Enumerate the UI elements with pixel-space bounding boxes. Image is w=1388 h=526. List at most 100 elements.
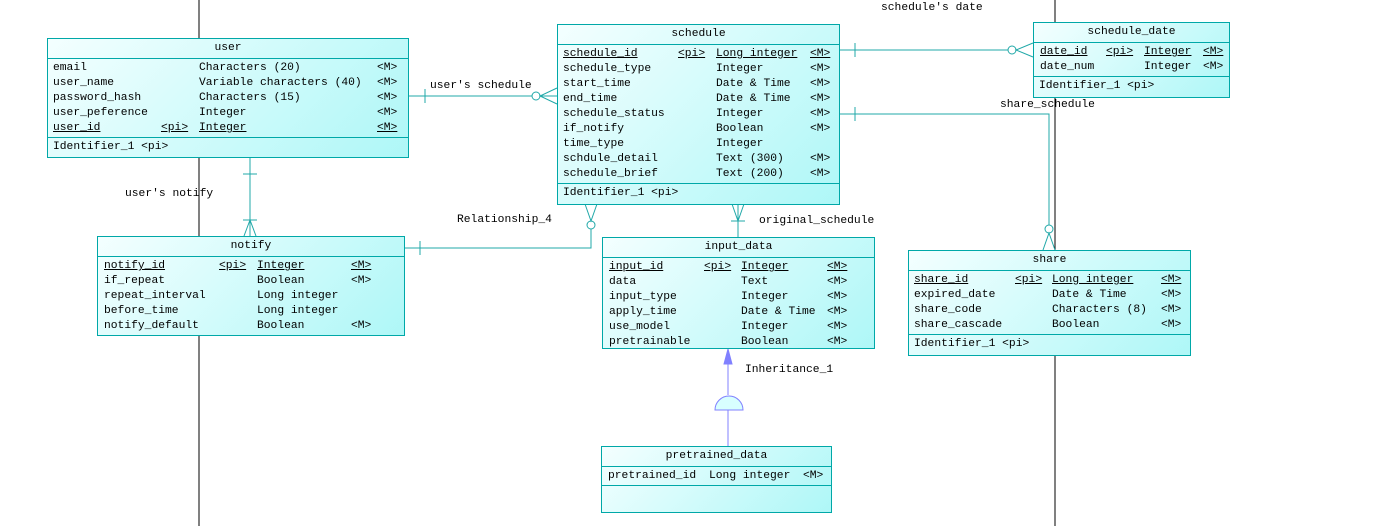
inheritance-arrow-icon xyxy=(723,347,733,365)
attribute-row[interactable]: share_code Characters (8) <M> xyxy=(909,303,1190,318)
attribute-type: Characters (15) xyxy=(199,92,301,104)
attribute-type: Variable characters (40) xyxy=(199,77,362,89)
attribute-name: start_time xyxy=(563,78,631,90)
crows-foot-icon xyxy=(538,87,558,105)
attribute-row[interactable]: schedule_type Integer <M> xyxy=(558,62,839,77)
attribute-name: time_type xyxy=(563,138,625,150)
mandatory-flag: <M> xyxy=(810,78,831,90)
primary-identifier-flag: <pi> xyxy=(1106,46,1134,58)
attribute-row[interactable]: repeat_interval Long integer xyxy=(98,289,404,304)
attribute-name: if_notify xyxy=(563,123,625,135)
attribute-row[interactable]: input_type Integer <M> xyxy=(603,290,874,305)
primary-identifier-flag: <pi> xyxy=(1015,274,1043,286)
entity-schedule_date[interactable]: schedule_date date_id <pi> Integer <M> d… xyxy=(1033,22,1230,98)
attribute-type: Date & Time xyxy=(741,306,816,318)
entity-title: user xyxy=(48,39,408,59)
attribute-type: Boolean xyxy=(257,320,305,332)
primary-identifier-flag: <pi> xyxy=(678,48,706,60)
entity-title: pretrained_data xyxy=(602,447,831,467)
attribute-row[interactable]: email Characters (20) <M> xyxy=(48,61,408,76)
attribute-type: Text (200) xyxy=(716,168,784,180)
relationship-label-user-schedule[interactable]: user's schedule xyxy=(430,80,532,92)
attribute-row[interactable]: user_peference Integer <M> xyxy=(48,106,408,121)
attribute-row[interactable]: apply_time Date & Time <M> xyxy=(603,305,874,320)
attribute-row[interactable]: schedule_brief Text (200) <M> xyxy=(558,167,839,182)
attribute-name: data xyxy=(609,276,637,288)
mandatory-flag: <M> xyxy=(377,77,398,89)
attribute-list: input_id <pi> Integer <M> data Text <M> … xyxy=(603,258,874,348)
attribute-row[interactable]: if_notify Boolean <M> xyxy=(558,122,839,137)
attribute-row[interactable]: pretrained_id Long integer <M> xyxy=(602,469,831,484)
attribute-name: before_time xyxy=(104,305,179,317)
crows-foot-icon xyxy=(584,203,598,223)
attribute-row[interactable]: if_repeat Boolean <M> xyxy=(98,274,404,289)
attribute-row[interactable]: start_time Date & Time <M> xyxy=(558,77,839,92)
attribute-row[interactable]: password_hash Characters (15) <M> xyxy=(48,91,408,106)
attribute-type: Characters (8) xyxy=(1052,304,1147,316)
attribute-row[interactable]: before_time Long integer xyxy=(98,304,404,319)
attribute-name: if_repeat xyxy=(104,275,166,287)
entity-share[interactable]: share share_id <pi> Long integer <M> exp… xyxy=(908,250,1191,356)
attribute-row[interactable]: input_id <pi> Integer <M> xyxy=(603,260,874,275)
attribute-name: date_id xyxy=(1040,46,1088,58)
entity-pretrained_data[interactable]: pretrained_data pretrained_id Long integ… xyxy=(601,446,832,513)
attribute-row[interactable]: data Text <M> xyxy=(603,275,874,290)
attribute-row[interactable]: user_name Variable characters (40) <M> xyxy=(48,76,408,91)
mandatory-flag: <M> xyxy=(351,260,372,272)
identifier-list: Identifier_1 <pi> xyxy=(914,338,1030,350)
mandatory-flag: <M> xyxy=(810,48,831,60)
attribute-type: Text (300) xyxy=(716,153,784,165)
attribute-row[interactable]: notify_default Boolean <M> xyxy=(98,319,404,334)
attribute-type: Integer xyxy=(1144,46,1192,58)
attribute-row[interactable]: share_cascade Boolean <M> xyxy=(909,318,1190,333)
attribute-name: input_type xyxy=(609,291,677,303)
entity-user[interactable]: user email Characters (20) <M> user_name… xyxy=(47,38,409,158)
attribute-row[interactable]: share_id <pi> Long integer <M> xyxy=(909,273,1190,288)
entity-notify[interactable]: notify notify_id <pi> Integer <M> if_rep… xyxy=(97,236,405,336)
attribute-type: Integer xyxy=(1144,61,1192,73)
attribute-row[interactable]: expired_date Date & Time <M> xyxy=(909,288,1190,303)
mandatory-flag: <M> xyxy=(810,63,831,75)
attribute-row[interactable]: date_num Integer <M> xyxy=(1034,60,1229,75)
attribute-name: schdule_detail xyxy=(563,153,658,165)
attribute-name: repeat_interval xyxy=(104,290,206,302)
mandatory-flag: <M> xyxy=(803,470,824,482)
attribute-type: Integer xyxy=(199,107,247,119)
attribute-name: schedule_status xyxy=(563,108,665,120)
mandatory-flag: <M> xyxy=(377,122,398,134)
mandatory-flag: <M> xyxy=(810,123,831,135)
mandatory-flag: <M> xyxy=(827,306,848,318)
relationship-label-inheritance-1[interactable]: Inheritance_1 xyxy=(745,364,834,376)
attribute-row[interactable]: end_time Date & Time <M> xyxy=(558,92,839,107)
relationship-label-share-schedule[interactable]: share_schedule xyxy=(1000,99,1095,111)
attribute-type: Boolean xyxy=(257,275,305,287)
attribute-row[interactable]: schedule_status Integer <M> xyxy=(558,107,839,122)
attribute-row[interactable]: notify_id <pi> Integer <M> xyxy=(98,259,404,274)
relationship-label-schedules-date[interactable]: schedule's date xyxy=(881,2,983,14)
attribute-name: share_cascade xyxy=(914,319,1003,331)
attribute-name: input_id xyxy=(609,261,664,273)
attribute-row[interactable]: user_id <pi> Integer <M> xyxy=(48,121,408,136)
attribute-name: user_name xyxy=(53,77,115,89)
attribute-type: Boolean xyxy=(716,123,764,135)
attribute-row[interactable]: pretrainable Boolean <M> xyxy=(603,335,874,348)
attribute-row[interactable]: time_type Integer xyxy=(558,137,839,152)
attribute-name: pretrainable xyxy=(609,336,691,348)
attribute-row[interactable]: use_model Integer <M> xyxy=(603,320,874,335)
entity-schedule[interactable]: schedule schedule_id <pi> Long integer <… xyxy=(557,24,840,205)
relationship-label-original-schedule[interactable]: original_schedule xyxy=(759,215,875,227)
mandatory-flag: <M> xyxy=(1161,304,1182,316)
attribute-row[interactable]: date_id <pi> Integer <M> xyxy=(1034,45,1229,60)
identifier-list xyxy=(602,486,831,505)
relationship-label-user-notify[interactable]: user's notify xyxy=(125,188,214,200)
crows-foot-icon xyxy=(243,218,257,237)
attribute-type: Boolean xyxy=(741,336,789,348)
relationship-label-relationship-4[interactable]: Relationship_4 xyxy=(457,214,552,226)
attribute-type: Long integer xyxy=(257,305,339,317)
attribute-row[interactable]: schdule_detail Text (300) <M> xyxy=(558,152,839,167)
entity-input_data[interactable]: input_data input_id <pi> Integer <M> dat… xyxy=(602,237,875,349)
attribute-row[interactable]: schedule_id <pi> Long integer <M> xyxy=(558,47,839,62)
attribute-list: pretrained_id Long integer <M> xyxy=(602,467,831,486)
mandatory-flag: <M> xyxy=(1161,289,1182,301)
attribute-name: use_model xyxy=(609,321,671,333)
